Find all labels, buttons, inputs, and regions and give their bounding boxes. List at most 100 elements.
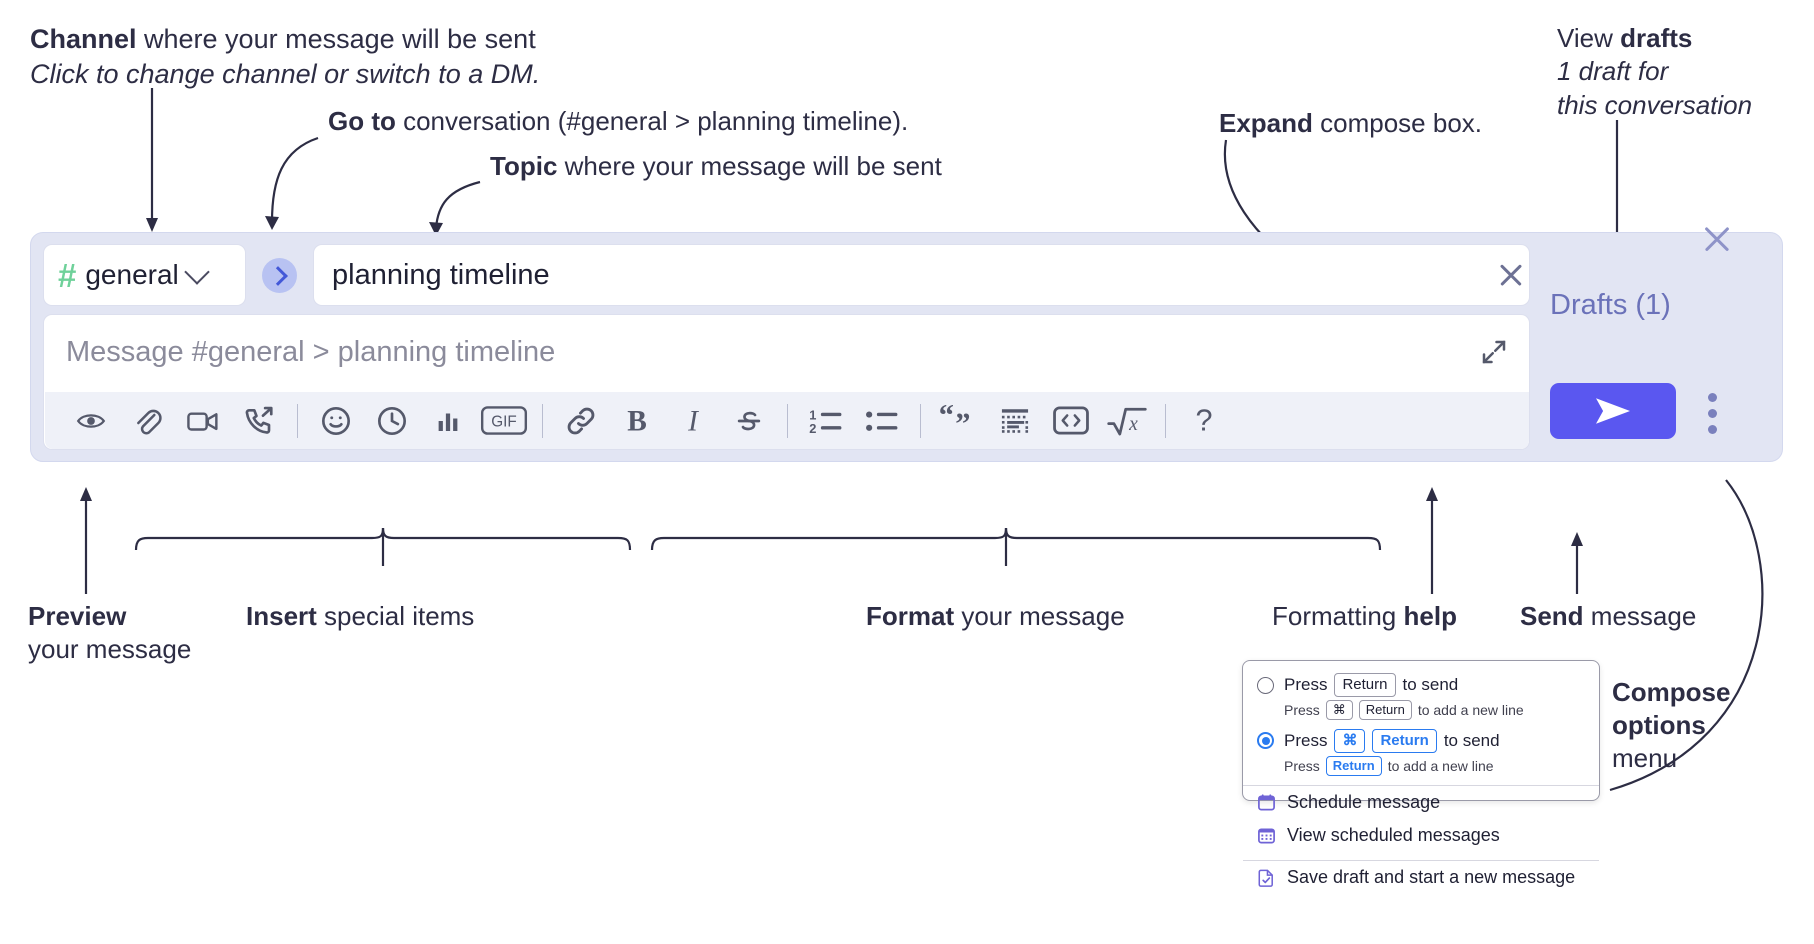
annotation-help-pre: Formatting	[1272, 601, 1404, 631]
annotation-goto-bold: Go to	[328, 106, 396, 136]
annotation-drafts-italic2: this conversation	[1557, 89, 1753, 120]
video-camera-icon	[187, 412, 218, 431]
message-input-area[interactable]: Message #general > planning timeline	[43, 314, 1530, 450]
annotation-channel: Channel where your message will be sent …	[30, 22, 540, 91]
gif-icon: GIF	[480, 406, 528, 435]
eye-icon	[76, 413, 106, 428]
video-clip-button[interactable]	[175, 401, 231, 441]
bar-chart-icon	[438, 413, 458, 431]
annotation-drafts-bold: drafts	[1620, 23, 1693, 53]
toolbar-divider	[787, 403, 788, 438]
send-paper-plane-icon	[1596, 398, 1630, 424]
annotation-expand-rest: compose box.	[1312, 108, 1483, 138]
goto-conversation-button[interactable]	[262, 258, 297, 293]
calendar-schedule-icon	[1258, 794, 1275, 811]
annotation-preview: Preview your message	[28, 600, 191, 667]
ellipsis-dot	[1707, 392, 1717, 402]
annotation-topic: Topic where your message will be sent	[490, 150, 942, 183]
channel-picker[interactable]: # general	[43, 244, 246, 306]
toolbar-divider	[920, 403, 921, 438]
audio-clip-button[interactable]	[231, 401, 287, 441]
compose-box: # general planning timeline Message #gen…	[30, 232, 1783, 462]
preview-button[interactable]	[63, 401, 119, 441]
annotation-compose-rest: menu	[1612, 742, 1678, 773]
ordered-list-icon: 1 2	[809, 407, 842, 436]
menu-item-label: Save draft and start a new message	[1287, 866, 1576, 887]
annotation-format: Format your message	[866, 600, 1125, 633]
strikethrough-button[interactable]	[721, 401, 777, 441]
annotation-compose-bold1: Compose	[1612, 677, 1731, 707]
svg-text:”: ”	[955, 406, 970, 436]
annotation-insert: Insert special items	[246, 600, 474, 633]
hash-icon: #	[58, 256, 77, 294]
annotation-send-rest: message	[1583, 601, 1697, 631]
annotation-format-rest: your message	[954, 601, 1125, 631]
attach-file-button[interactable]	[119, 401, 175, 441]
kbd-command: ⌘	[1325, 700, 1353, 720]
italic-button[interactable]: I	[665, 401, 721, 441]
annotation-drafts-pre: View	[1557, 23, 1621, 53]
channel-name: general	[85, 259, 179, 290]
option-pre: Press	[1284, 730, 1328, 750]
poll-button[interactable]	[420, 401, 476, 441]
gif-button[interactable]: GIF	[476, 401, 532, 441]
compose-options-button[interactable]	[1701, 389, 1723, 437]
link-button[interactable]	[553, 401, 609, 441]
drafts-link[interactable]: Drafts (1)	[1550, 289, 1671, 321]
send-button[interactable]	[1550, 383, 1676, 439]
code-block-button[interactable]	[987, 401, 1043, 441]
svg-text:2: 2	[809, 421, 816, 436]
compose-right-rail: Drafts (1)	[31, 233, 1782, 461]
annotation-goto-rest: conversation (#general > planning timeli…	[395, 106, 909, 136]
code-icon	[1053, 406, 1089, 435]
ordered-list-button[interactable]: 1 2	[798, 401, 854, 441]
compose-inner: # general planning timeline Message #gen…	[43, 244, 1530, 450]
question-mark-icon: ?	[1195, 405, 1212, 437]
bulleted-list-button[interactable]	[854, 401, 910, 441]
annotation-topic-rest: where your message will be sent	[557, 151, 942, 181]
compose-header: # general planning timeline	[43, 244, 1530, 306]
annotation-topic-bold: Topic	[490, 151, 558, 181]
blockquote-button[interactable]: “ ”	[931, 401, 987, 441]
code-button[interactable]	[1043, 401, 1099, 441]
menu-item-label: Schedule message	[1287, 791, 1441, 812]
bulleted-list-icon	[866, 410, 898, 431]
formatting-toolbar: GIF B	[45, 392, 1529, 449]
svg-text:?: ?	[1195, 405, 1212, 437]
blockquote-icon: “ ”	[940, 405, 970, 437]
annotation-channel-rest: where your message will be sent	[136, 24, 536, 54]
annotation-goto: Go to conversation (#general > planning …	[328, 105, 908, 138]
svg-text:1: 1	[809, 407, 816, 422]
expand-icon	[1482, 340, 1506, 364]
radio-button-selected[interactable]	[1257, 732, 1274, 750]
annotation-expand: Expand compose box.	[1219, 107, 1482, 140]
expand-compose-button[interactable]	[1479, 337, 1509, 367]
menu-item-view-scheduled[interactable]: View scheduled messages	[1243, 819, 1599, 852]
formatting-help-button[interactable]: ?	[1176, 401, 1232, 441]
menu-divider	[1243, 784, 1599, 786]
annotation-send-bold: Send	[1520, 601, 1584, 631]
menu-item-save-draft[interactable]: Save draft and start a new message	[1243, 861, 1599, 894]
radio-button[interactable]	[1257, 676, 1274, 694]
bold-button[interactable]: B	[609, 401, 665, 441]
send-option-label: Press ⌘ Return to send	[1284, 728, 1500, 754]
annotation-drafts-italic1: 1 draft for	[1557, 56, 1669, 87]
sub-post: to add a new line	[1387, 757, 1494, 774]
close-compose-button[interactable]	[1717, 239, 1747, 269]
annotation-send: Send message	[1520, 600, 1696, 633]
annotation-drafts: View drafts 1 draft for this conversatio…	[1557, 22, 1752, 122]
emoji-button[interactable]	[308, 401, 364, 441]
menu-divider	[1243, 859, 1599, 861]
annotation-expand-bold: Expand	[1219, 108, 1313, 138]
paperclip-icon	[137, 409, 162, 435]
message-placeholder: Message #general > planning timeline	[66, 336, 556, 368]
math-button[interactable]: x	[1099, 401, 1155, 441]
reminder-button[interactable]	[364, 401, 420, 441]
math-sqrt-icon: x	[1107, 407, 1147, 435]
send-option-cmd-return[interactable]: Press ⌘ Return to send	[1243, 728, 1599, 754]
ellipsis-dot	[1707, 424, 1717, 434]
topic-input[interactable]: planning timeline	[313, 244, 1530, 306]
send-option-return[interactable]: Press Return to send	[1243, 673, 1599, 698]
menu-item-schedule-message[interactable]: Schedule message	[1243, 786, 1599, 819]
